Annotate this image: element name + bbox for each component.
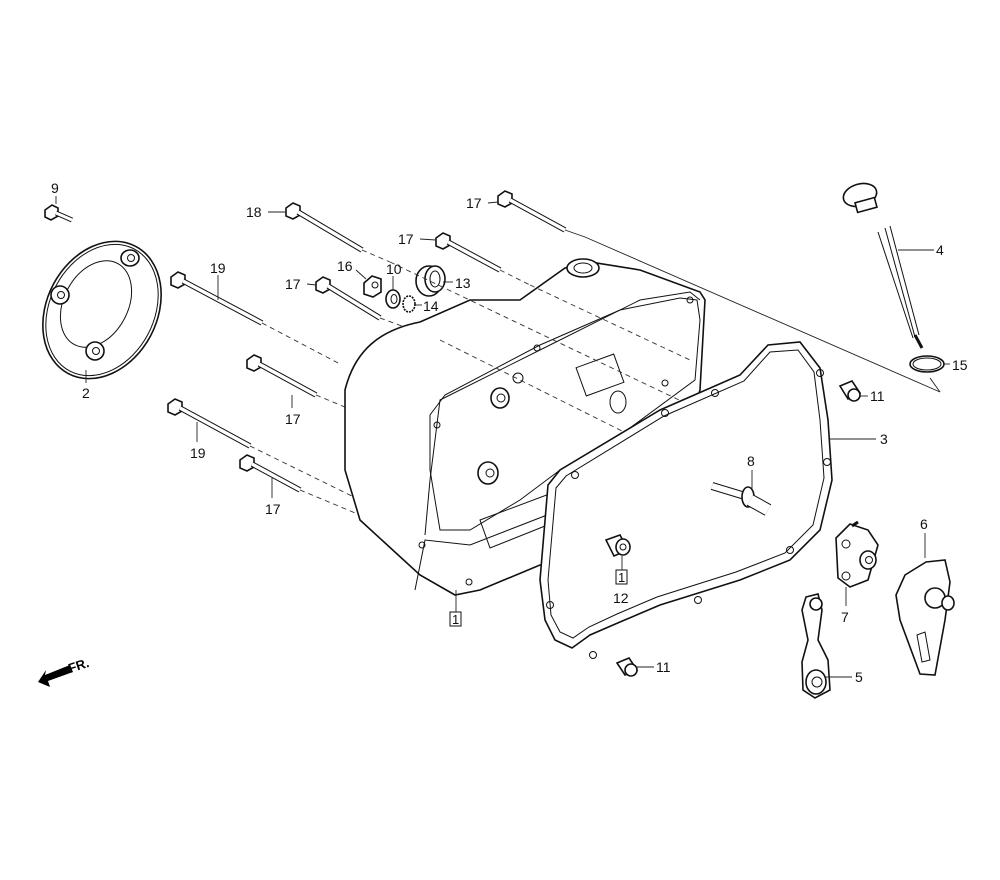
dowel-pin-part-11-lower[interactable] bbox=[615, 657, 639, 677]
bolt-part-17-e[interactable] bbox=[239, 454, 421, 541]
callout-17-b: 17 bbox=[398, 231, 414, 247]
oil-seal-part-13[interactable] bbox=[415, 265, 446, 297]
bolt-part-18[interactable] bbox=[285, 202, 391, 263]
callout-15: 15 bbox=[952, 357, 968, 373]
callout-14: 14 bbox=[423, 298, 439, 314]
callout-labels: 9 2 18 19 19 17 17 17 17 17 16 10 13 14 … bbox=[51, 180, 968, 685]
lifter-lever-part-5[interactable] bbox=[801, 593, 831, 699]
callout-17-a: 17 bbox=[466, 195, 482, 211]
bolt-part-17-a[interactable] bbox=[497, 190, 567, 233]
o-ring-part-15[interactable] bbox=[909, 355, 945, 373]
callout-11-upper: 11 bbox=[870, 388, 885, 404]
callout-12: 12 bbox=[613, 590, 629, 606]
cover-plate-part-2[interactable] bbox=[20, 221, 185, 400]
callout-4: 4 bbox=[936, 242, 944, 258]
callout-18: 18 bbox=[246, 204, 262, 220]
bolt-part-19-upper[interactable] bbox=[170, 271, 341, 365]
callout-16: 16 bbox=[337, 258, 353, 274]
nut-part-16[interactable] bbox=[363, 275, 382, 298]
callout-17-c: 17 bbox=[285, 276, 301, 292]
crankcase-cover-part-1[interactable] bbox=[344, 258, 706, 596]
callout-19-lower: 19 bbox=[190, 445, 206, 461]
collar-part-12[interactable] bbox=[604, 534, 631, 558]
callout-19-upper: 19 bbox=[210, 260, 226, 276]
washer-part-10[interactable] bbox=[385, 289, 401, 309]
callout-1-boxed: 1 bbox=[449, 611, 462, 627]
oil-gauge-part-4[interactable] bbox=[841, 180, 924, 349]
front-direction-indicator: FR. bbox=[38, 655, 91, 687]
callout-9: 9 bbox=[51, 180, 59, 196]
callout-5: 5 bbox=[855, 669, 863, 685]
callout-3: 3 bbox=[880, 431, 888, 447]
plate-part-7[interactable] bbox=[835, 520, 879, 588]
callout-6: 6 bbox=[920, 516, 928, 532]
front-arrow-icon bbox=[38, 665, 73, 687]
callout-17-e: 17 bbox=[265, 501, 281, 517]
callout-leaders bbox=[55, 196, 950, 678]
callout-10: 10 bbox=[386, 261, 402, 277]
gasket-part-3[interactable] bbox=[539, 341, 833, 659]
svg-text:1: 1 bbox=[452, 612, 459, 627]
callout-7: 7 bbox=[841, 609, 849, 625]
bolt-part-19-lower[interactable] bbox=[167, 398, 361, 501]
callout-13: 13 bbox=[455, 275, 471, 291]
stud-part-8[interactable] bbox=[710, 482, 772, 516]
lifter-cam-part-6[interactable] bbox=[895, 559, 955, 676]
front-label: FR. bbox=[66, 655, 91, 676]
bolt-part-17-b[interactable] bbox=[435, 232, 531, 286]
dowel-pin-part-11-upper[interactable] bbox=[838, 380, 862, 402]
callout-11-lower: 11 bbox=[656, 659, 671, 675]
circlip-part-14[interactable] bbox=[402, 295, 416, 313]
callout-17-d: 17 bbox=[285, 411, 301, 427]
callout-12-ref-box: 1 bbox=[615, 569, 628, 585]
callout-2: 2 bbox=[82, 385, 90, 401]
flange-bolt-part-9[interactable] bbox=[44, 204, 74, 223]
svg-text:1: 1 bbox=[618, 570, 625, 585]
callout-8: 8 bbox=[747, 453, 755, 469]
